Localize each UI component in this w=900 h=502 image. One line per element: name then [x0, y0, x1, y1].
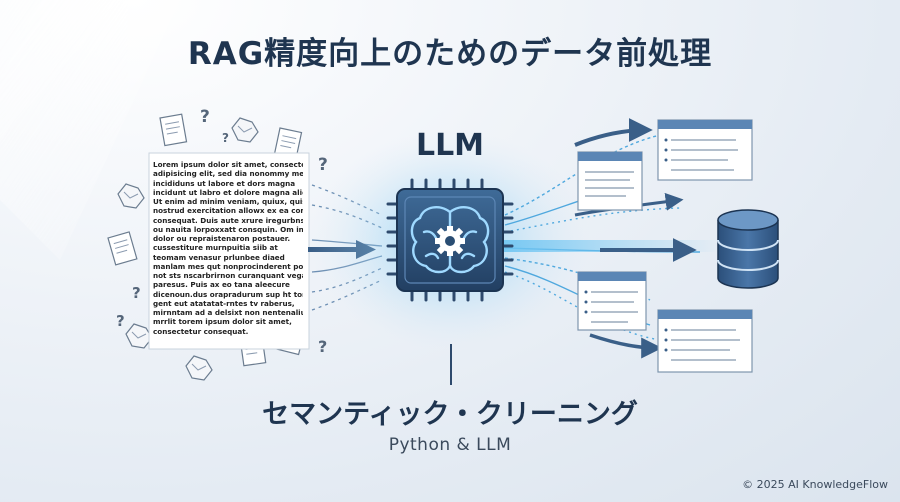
question-mark-icon: ? [318, 155, 328, 175]
copyright: © 2025 AI KnowledgeFlow [742, 478, 888, 491]
document-line: nostrud exercitation allowx ex ea commod… [153, 206, 303, 216]
crumpled-paper-icon [185, 355, 213, 381]
document-line: mrrlit torem ipsum dolor sit amet, [153, 317, 292, 327]
document-line: not sts nscarbrirnon curanquant vegatat [153, 271, 303, 280]
question-mark-icon: ? [318, 337, 327, 356]
document-line: teomam venasur prlunbee diaed [153, 252, 285, 262]
question-mark-icon: ? [132, 284, 141, 302]
page-title: RAG精度向上のためのデータ前処理 [187, 36, 713, 72]
document-line: adipisicing elit, sed dia nonommy mercpe… [153, 169, 303, 179]
document-line: dicenoun.dus orapradurum sup ht tonisrsi… [153, 289, 303, 299]
raw-document [148, 152, 310, 350]
crumpled-paper-icon [117, 183, 145, 209]
database-icon [717, 209, 779, 289]
output-arrows [574, 118, 697, 359]
document-icon [159, 113, 188, 147]
crumpled-paper-icon [231, 117, 259, 143]
question-mark-icon: ? [222, 131, 229, 145]
document-line: paresus. Puis ax eo tana aleecure [153, 280, 290, 290]
document-line: manlam mes qut nonprocinderent porstatat [153, 261, 303, 271]
document-line: cussestiture murnpuitia siib at [153, 243, 278, 253]
document-line: consequat. Duis aute xrure iregurbnsat.u… [153, 215, 303, 225]
crumpled-paper-icon [125, 323, 153, 349]
document-line: gent eut atatatat-rntes tv raberus, [153, 298, 295, 308]
llm-label: LLM [415, 128, 485, 163]
document-line: consectetur consequat. [153, 326, 249, 336]
window-card-icon [577, 271, 647, 331]
window-card-icon [657, 119, 753, 181]
gear-icon [435, 226, 465, 256]
document-line: ou nauita lorpoxxatt consquin. Om inctur… [153, 224, 303, 234]
brain-icon [410, 206, 490, 274]
document-icon [273, 127, 303, 161]
document-icon [107, 231, 138, 266]
subtitle: セマンティック・クリーニング [262, 399, 638, 430]
window-card-icon [577, 151, 643, 211]
tagline: Python & LLM [388, 435, 512, 455]
document-line: Lorem ipsum dolor sit amet, consectetur [153, 160, 303, 169]
document-line: incidunt ut labro et dolore magna aliqua… [153, 187, 303, 197]
question-mark-icon: ? [200, 107, 210, 127]
document-line: mirnntam ad a delsixt non nentenalium [153, 308, 303, 317]
document-line: dolor ou repraistenaron postauer. [153, 234, 291, 243]
document-line: Ut enim ad minim veniam, quiux, quis [153, 197, 303, 206]
light-rays [0, 0, 180, 260]
document-line: incididuns ut labore et dors magna [153, 178, 296, 188]
window-card-icon [657, 309, 753, 373]
question-mark-icon: ? [116, 312, 125, 330]
